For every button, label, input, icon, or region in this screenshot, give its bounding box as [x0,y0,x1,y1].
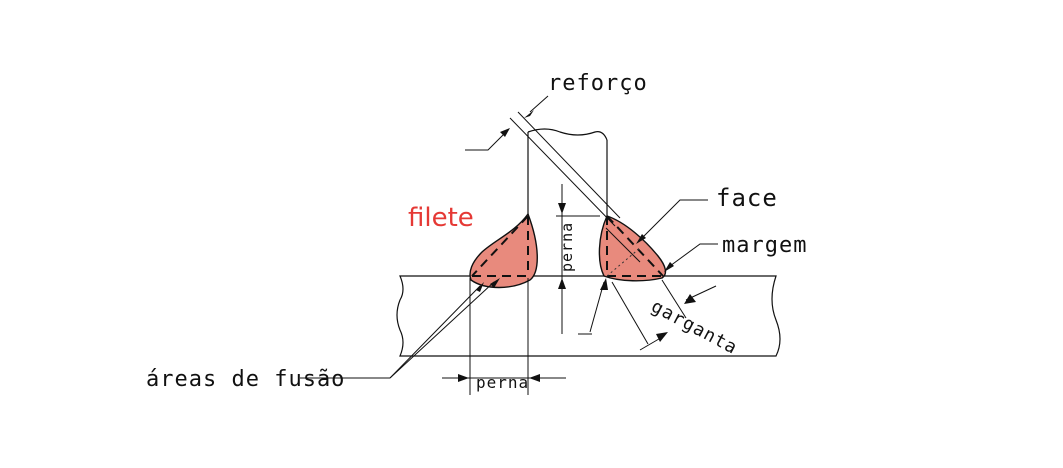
throat-dimension [578,278,717,351]
label-margin: margem [722,233,807,258]
right-weld-bead [598,215,667,282]
base-plate [396,275,781,357]
reinforcement-lines [509,111,641,263]
vertical-leg-dimension [556,184,600,334]
right-fillet-weld [598,215,667,282]
label-fillet: filete [408,203,474,233]
reinforcement-leader [465,95,549,151]
horizontal-leg-dimension [442,278,566,395]
left-weld-bead [469,212,538,289]
label-leg-horizontal: perna [476,373,529,392]
face-leader [636,199,708,244]
fusion-areas-leader [300,278,500,379]
label-reinforcement: reforço [548,71,648,96]
left-fillet-weld [469,212,538,289]
label-leg-vertical: perna [558,222,576,272]
margin-leader [664,243,718,272]
label-throat: garganta [648,296,741,359]
label-fusion-areas: áreas de fusão [146,367,345,392]
label-face: face [716,184,778,212]
